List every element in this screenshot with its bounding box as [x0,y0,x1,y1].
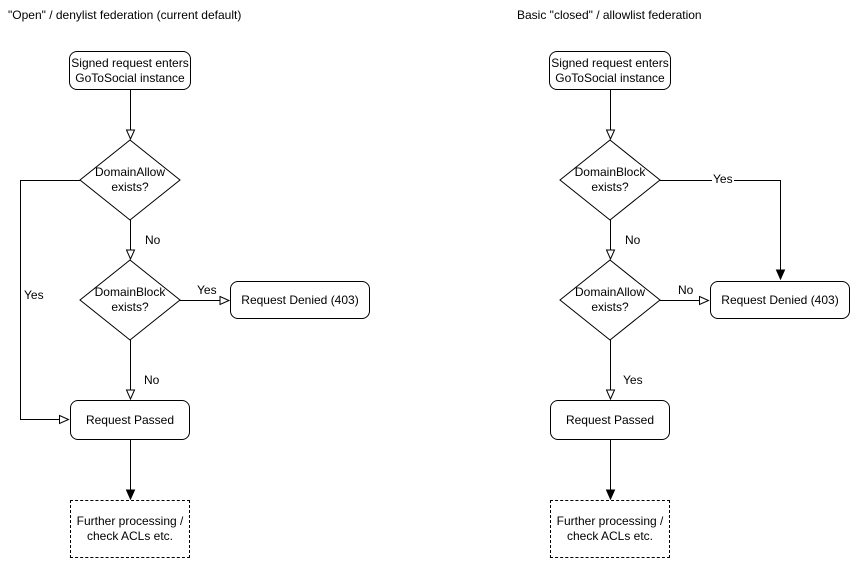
chart-title-closed-allowlist: Basic "closed" / allowlist federation [517,8,702,22]
start-node-left: Signed request enters GoToSocial instanc… [69,51,191,90]
edge-label-no-denied-right: No [677,283,695,298]
decision2-label-left: DomainBlock exists? [94,285,166,314]
edge-label-no-top-right: No [624,233,642,248]
passed-node-left: Request Passed [70,400,190,440]
decision1-diamond-right [559,139,661,221]
denied-node-right: Request Denied (403) [710,281,850,319]
edge-label-yes-loop-left: Yes [23,288,45,303]
decision2-label-right: DomainAllow exists? [574,285,646,314]
decision1-label-left: DomainAllow exists? [94,165,166,194]
further-processing-node-right: Further processing / check ACLs etc. [550,500,670,558]
edge-decision1-yes-to-denied-right [660,180,786,281]
decision2-diamond-left [79,259,181,341]
edge-label-yes-passed-right: Yes [622,373,644,388]
further-processing-node-left: Further processing / check ACLs etc. [70,500,190,558]
denied-node-left: Request Denied (403) [230,281,370,319]
edge-label-no-passed-left: No [143,373,161,388]
edge-label-yes-denied-right: Yes [712,172,734,187]
chart-title-open-denylist: "Open" / denylist federation (current de… [8,8,242,22]
edge-label-no-top-left: No [144,233,162,248]
passed-node-right: Request Passed [550,400,670,440]
decision1-diamond-left [79,139,181,221]
edge-decision1-yes-loop-to-passed-left [20,180,80,425]
decision1-label-right: DomainBlock exists? [574,165,646,194]
start-node-right: Signed request enters GoToSocial instanc… [549,51,671,90]
edge-label-yes-denied-left: Yes [196,283,218,298]
decision2-diamond-right [559,259,661,341]
